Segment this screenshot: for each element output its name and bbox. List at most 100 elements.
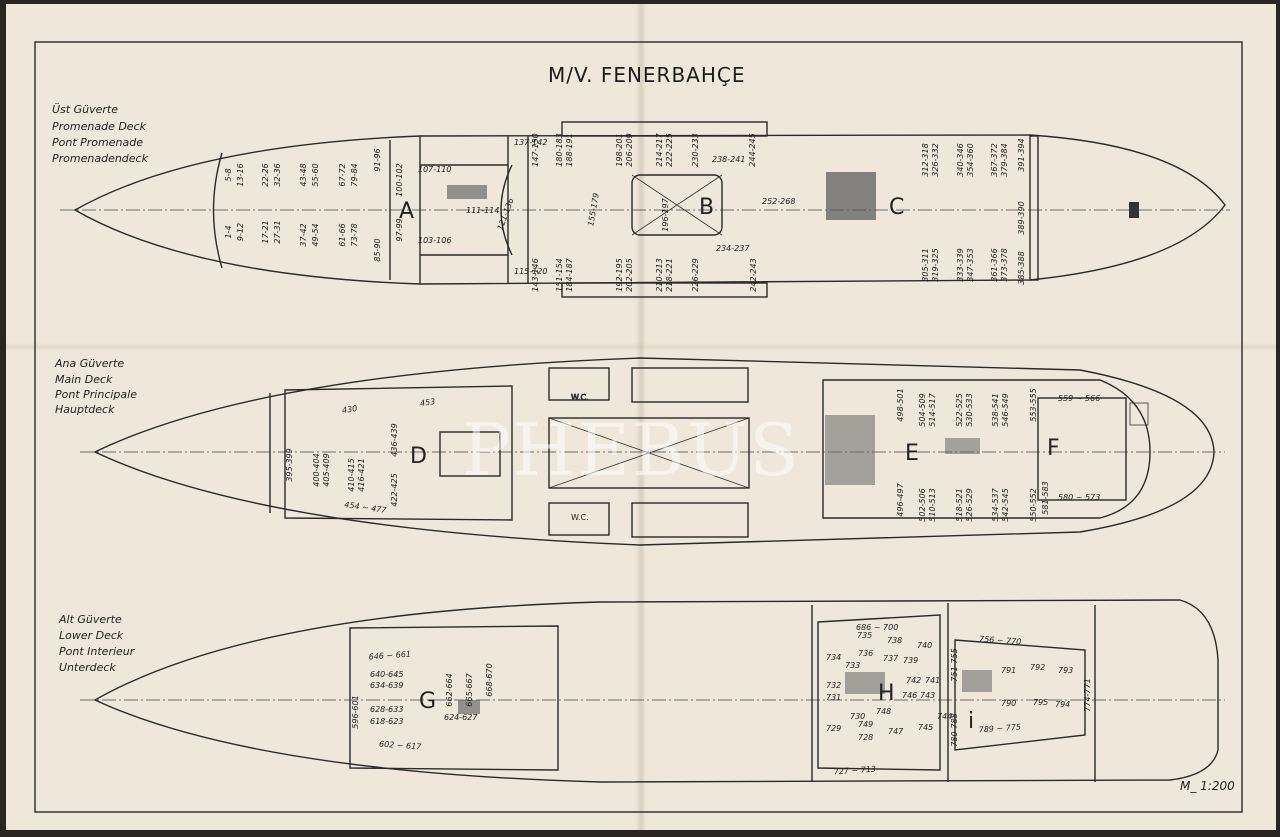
cabin-number-label: 391-394 bbox=[1017, 138, 1026, 171]
cabin-number-label: 333-339 bbox=[956, 248, 965, 281]
cabin-number-label: 91-96 bbox=[373, 148, 382, 171]
deck-name: Hauptdeck bbox=[55, 403, 115, 416]
cabin-number-label: 347-353 bbox=[966, 248, 975, 281]
cabin-number-label: 22-26 bbox=[261, 163, 270, 186]
cabin-number-label: 55-60 bbox=[311, 163, 320, 186]
cabin-number-label: 498-501 bbox=[896, 388, 905, 421]
cabin-number-label: 252-268 bbox=[762, 197, 795, 206]
cabin-number-label: 640-645 bbox=[370, 670, 403, 679]
cabin-number-label: 747 bbox=[888, 727, 904, 736]
cabin-number-label: 379-384 bbox=[1000, 143, 1009, 176]
cabin-number-label: 628-633 bbox=[370, 705, 403, 714]
cabin-number-label: 436-439 bbox=[390, 423, 399, 456]
cabin-number-label: 312-318 bbox=[921, 143, 930, 176]
cabin-number-label: 542-545 bbox=[1001, 488, 1010, 521]
cabin-number-label: 749 bbox=[858, 720, 873, 729]
cabin-number-label: 727 ~ 713 bbox=[833, 765, 876, 777]
cabin-number-label: 734 bbox=[826, 653, 841, 662]
cabin-number-label: 143-146 bbox=[531, 258, 540, 291]
cabin-number-label: 602 ~ 617 bbox=[379, 740, 423, 752]
cabin-number-label: 744 bbox=[937, 712, 952, 721]
cabin-number-label: 13-16 bbox=[236, 163, 245, 186]
cabin-number-label: 222-225 bbox=[665, 133, 674, 166]
cabin-number-label: 739 bbox=[903, 656, 918, 665]
cabin-number-label: 430 bbox=[341, 404, 357, 415]
cabin-number-label: 230-233 bbox=[691, 133, 700, 166]
section-letter: B bbox=[699, 195, 714, 220]
cabin-number-label: 751-755 bbox=[950, 648, 959, 681]
cabin-number-label: 97-99 bbox=[395, 218, 404, 241]
cabin-number-label: 395-399 bbox=[285, 448, 294, 481]
cabin-number-label: 665-667 bbox=[465, 672, 474, 706]
cabin-number-label: 361-366 bbox=[990, 248, 999, 281]
cabin-number-label: 180-183 bbox=[555, 133, 564, 166]
cabin-number-label: 103-106 bbox=[418, 236, 451, 245]
cabin-number-label: 792 bbox=[1030, 663, 1045, 672]
cabin-number-label: 618-623 bbox=[370, 717, 403, 726]
cabin-number-label: 9-12 bbox=[236, 223, 245, 241]
cabin-number-label: 49-54 bbox=[311, 223, 320, 246]
deck-name: Lower Deck bbox=[59, 629, 124, 642]
cabin-number-label: 244-245 bbox=[748, 133, 757, 166]
cabin-number-label: 553-555 bbox=[1029, 388, 1038, 421]
cabin-number-label: 79-84 bbox=[350, 163, 359, 186]
cabin-number-label: 454 ~ 477 bbox=[344, 500, 388, 515]
cabin-number-label: 416-421 bbox=[357, 458, 366, 491]
section-letter: F bbox=[1047, 436, 1060, 461]
lower-deck-plan bbox=[80, 599, 1225, 783]
watermark: PHEBUS bbox=[462, 408, 801, 492]
cabin-number-label: 748 bbox=[876, 707, 891, 716]
cabin-number-label: 111-114 bbox=[466, 206, 499, 215]
cabin-number-label: 737 bbox=[883, 654, 899, 663]
cabin-number-label: 728 bbox=[858, 733, 873, 742]
cabin-number-label: 756 ~ 770 bbox=[979, 635, 1022, 647]
cabin-number-label: 151-154 bbox=[555, 258, 564, 291]
cabin-number-label: 738 bbox=[887, 636, 902, 645]
cabin-number-label: 731 bbox=[826, 693, 841, 702]
section-letter: E bbox=[905, 441, 919, 466]
cabin-number-label: 504-509 bbox=[918, 393, 927, 426]
cabin-number-label: 502-506 bbox=[918, 488, 927, 521]
cabin-number-label: 746 bbox=[902, 691, 917, 700]
cabin-number-label: 790 bbox=[1001, 699, 1016, 708]
deck-name: Main Deck bbox=[55, 373, 113, 386]
deck-name: Pont Principale bbox=[55, 388, 137, 401]
cabin-number-label: 559 ~ 566 bbox=[1058, 394, 1100, 403]
cabin-number-label: 742 bbox=[906, 676, 921, 685]
section-letter: D bbox=[410, 444, 427, 469]
cabin-number-label: 745 bbox=[918, 723, 933, 732]
cabin-number-label: 668-670 bbox=[485, 663, 494, 696]
cabin-number-label: 686 ~ 700 bbox=[856, 623, 898, 632]
cabin-number-label: 238-241 bbox=[712, 155, 745, 164]
cabin-number-label: 115-120 bbox=[514, 267, 547, 276]
cabin-number-label: 789 ~ 775 bbox=[978, 723, 1021, 735]
section-letter: G bbox=[419, 689, 436, 714]
cabin-number-label: 37-42 bbox=[299, 223, 308, 246]
cabin-number-label: 210-213 bbox=[655, 258, 664, 291]
cabin-number-label: 218-221 bbox=[665, 258, 674, 291]
cabin-number-label: 202-205 bbox=[625, 258, 634, 291]
cabin-number-label: 534-537 bbox=[991, 487, 1000, 521]
cabin-number-label: 730 bbox=[850, 712, 865, 721]
cabin-number-label: 732 bbox=[826, 681, 841, 690]
cabin-number-label: 546-549 bbox=[1001, 393, 1010, 426]
cabin-number-label: 206-209 bbox=[625, 133, 634, 166]
cabin-number-label: 453 bbox=[419, 397, 435, 408]
cabin-number-label: 137-142 bbox=[514, 138, 547, 147]
upper-deck-names: Üst Güverte Promenade Deck Pont Promenad… bbox=[52, 103, 149, 165]
deck-name: Promenadendeck bbox=[52, 152, 149, 165]
cabin-number-label: 741 bbox=[925, 676, 940, 685]
cabin-number-label: 596-601 bbox=[351, 695, 360, 728]
cabin-number-label: 740 bbox=[917, 641, 932, 650]
cabin-number-label: 522-525 bbox=[955, 393, 964, 426]
cabin-number-label: 774-771 bbox=[1083, 678, 1092, 711]
cabin-number-label: 73-78 bbox=[350, 223, 359, 246]
cabin-number-label: 400-404 bbox=[312, 453, 321, 486]
section-letter: A bbox=[399, 199, 414, 224]
cabin-number-label: 743 bbox=[920, 691, 935, 700]
cabin-number-label: 389-390 bbox=[1017, 201, 1026, 234]
cabin-number-label: 496-497 bbox=[896, 482, 905, 516]
wc-label: W.C. bbox=[571, 513, 589, 522]
